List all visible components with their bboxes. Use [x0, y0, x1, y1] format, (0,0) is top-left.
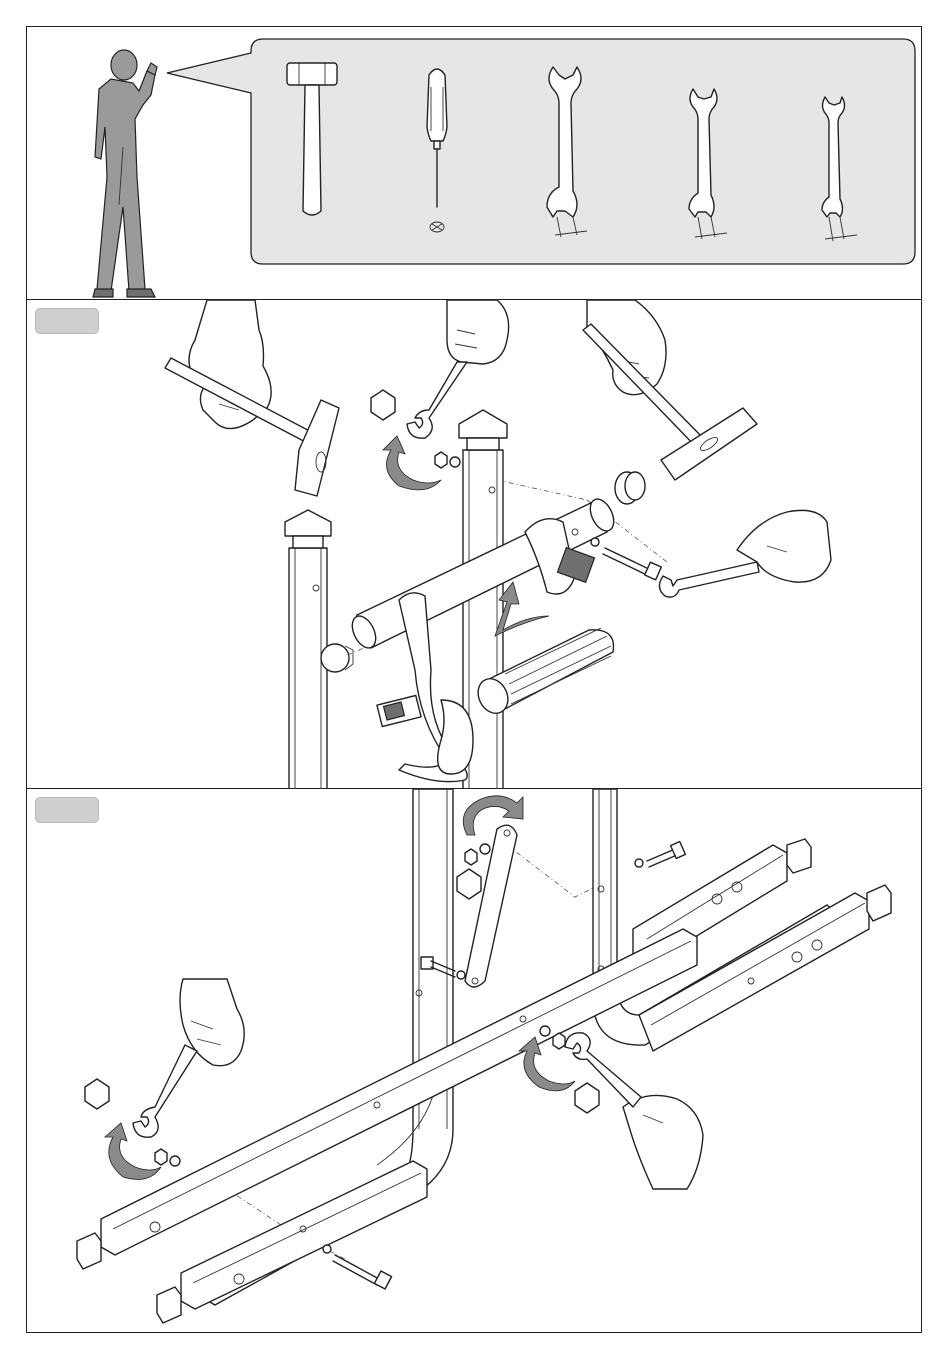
tools-illustration [27, 27, 923, 301]
nut-washer-left [155, 1149, 180, 1166]
hex-nut-icon [457, 869, 481, 899]
tools-callout [167, 39, 915, 264]
nut-washer-top [465, 844, 490, 865]
nut-washer-top [435, 452, 460, 468]
hand-wrench-icon [659, 510, 831, 597]
bolt-right [591, 538, 661, 580]
base-tube-left [77, 929, 697, 1269]
hand-wrench-icon [133, 979, 244, 1137]
hex-nut-icon [85, 1079, 109, 1109]
end-cap-right [615, 472, 645, 504]
rotate-arrow-icon [383, 436, 441, 490]
step-badge [35, 797, 99, 823]
tools-panel [26, 26, 922, 300]
hex-nut-icon [371, 390, 395, 420]
step-badge [35, 308, 99, 334]
step-1-illustration [27, 300, 923, 790]
bolt-bottom [323, 1245, 392, 1289]
hex-nut-icon [575, 1083, 599, 1113]
bolt-top [635, 842, 685, 867]
hand-hammer-icon [583, 300, 757, 480]
step-2-panel [26, 788, 922, 1333]
end-cap-left [321, 644, 353, 672]
person-figure-icon [93, 50, 157, 297]
step-1-panel [26, 299, 922, 789]
step-2-illustration [27, 789, 923, 1334]
hand-hammer-icon [165, 300, 339, 496]
